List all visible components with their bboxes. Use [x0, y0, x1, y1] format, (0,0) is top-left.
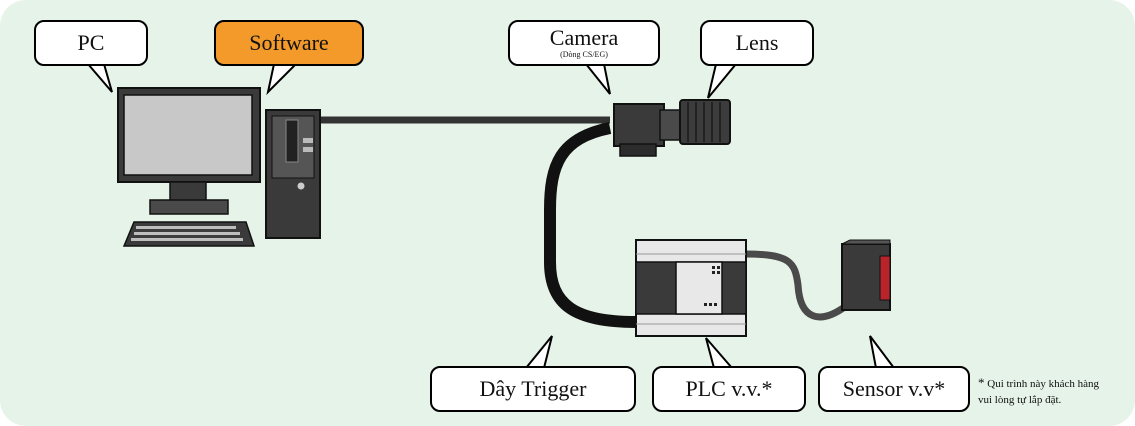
camera-callout: Camera (Dòng CS/EG) — [508, 20, 660, 66]
sensor-cable — [744, 250, 849, 321]
keyboard — [122, 221, 256, 247]
software-callout-tail — [266, 63, 299, 96]
lens-callout: Lens — [700, 20, 814, 66]
installation-note: * Qui trình này khách hàng vui lòng tự l… — [978, 375, 1134, 408]
sensor-unit — [841, 239, 891, 311]
sensor-callout-tail — [869, 335, 896, 369]
trigger-callout-tail — [523, 335, 553, 369]
lens — [679, 99, 731, 145]
sensor-label: Sensor v.v* — [842, 376, 946, 401]
trigger-cable-label: Dây Trigger — [479, 376, 587, 401]
camera-body — [613, 103, 681, 157]
lens-callout-tail — [707, 63, 739, 99]
trigger-cable-callout: Dây Trigger — [430, 366, 636, 412]
plc-unit — [635, 239, 747, 337]
note-line-2: vui lòng tự lắp đặt. — [978, 394, 1062, 406]
sensor-callout: Sensor v.v* — [818, 366, 970, 412]
pc-monitor — [117, 87, 261, 215]
camera-sublabel: (Dòng CS/EG) — [560, 50, 608, 59]
pc-callout-tail — [85, 63, 113, 93]
plc-callout: PLC v.v.* — [652, 366, 806, 412]
camera-label: Camera — [549, 25, 619, 50]
note-line-1: Qui trình này khách hàng — [987, 378, 1100, 390]
camera-callout-tail — [583, 63, 611, 95]
software-label: Software — [249, 30, 329, 55]
plc-callout-tail — [705, 337, 735, 369]
plc-label: PLC v.v.* — [685, 376, 773, 401]
pc-callout: PC — [34, 20, 148, 66]
trigger-cable — [544, 122, 637, 328]
software-callout: Software — [214, 20, 364, 66]
lens-label: Lens — [735, 30, 779, 55]
note-marker: * — [978, 375, 985, 390]
pc-label: PC — [77, 30, 105, 55]
pc-tower — [265, 109, 321, 239]
